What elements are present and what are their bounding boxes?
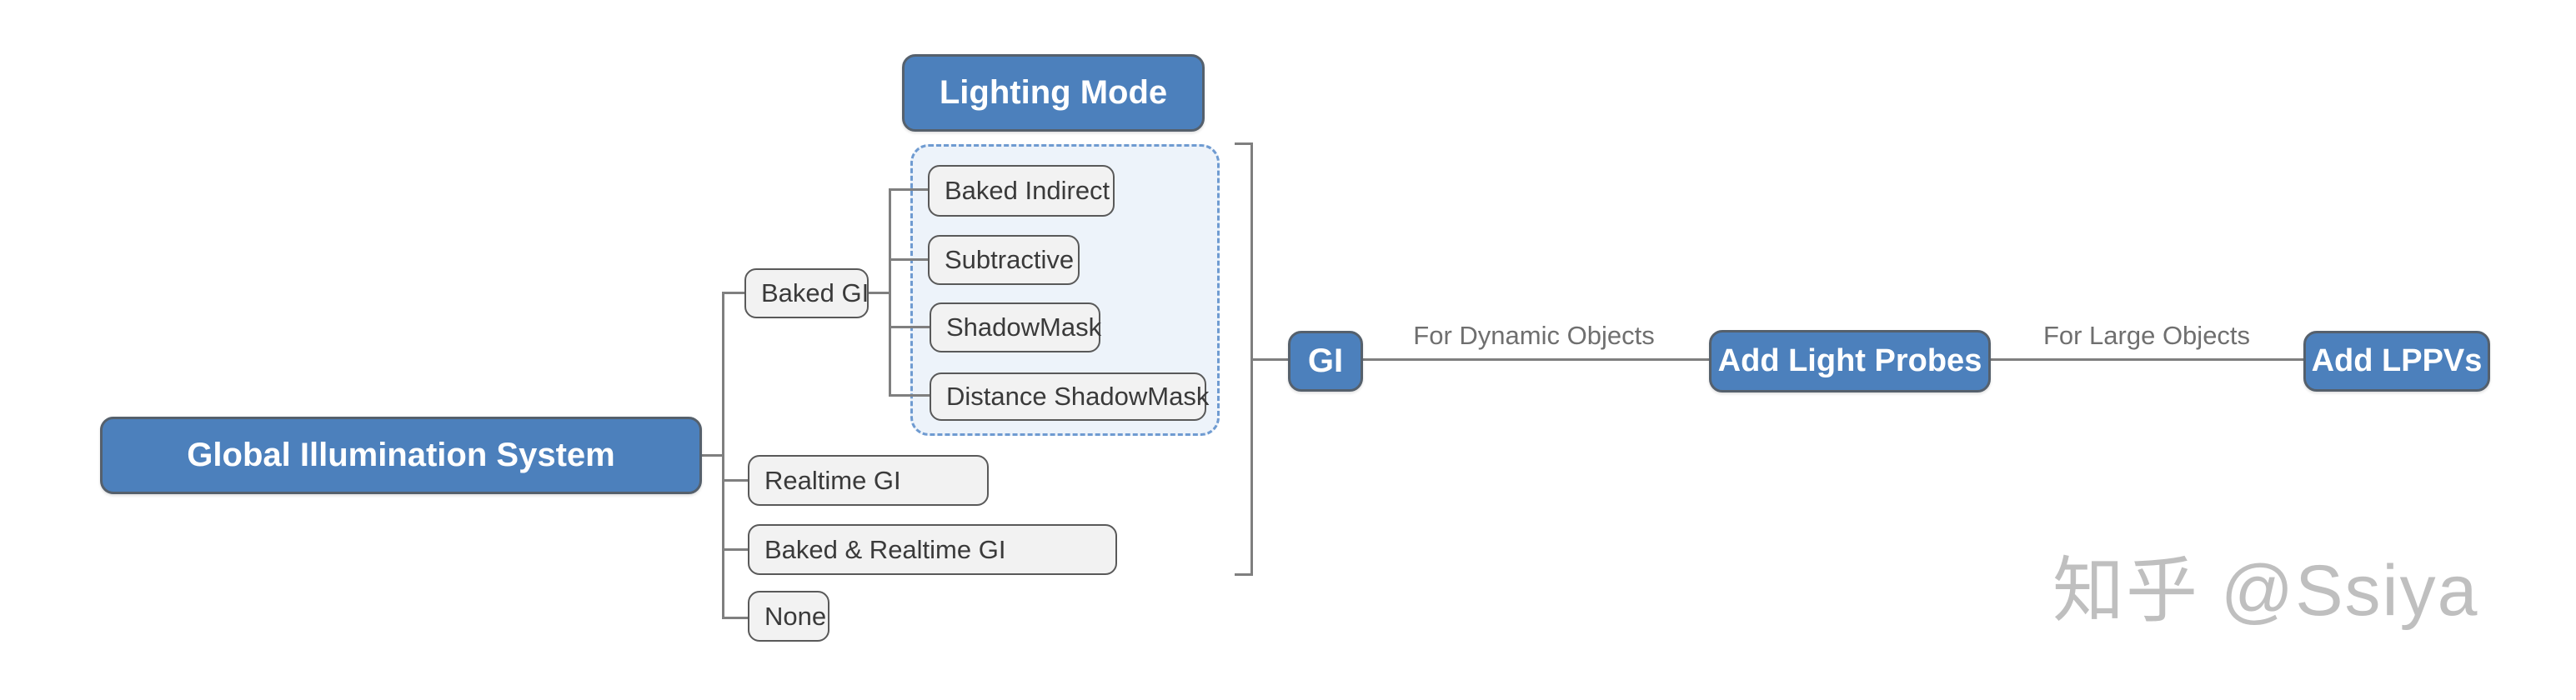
node-realtime-gi: Realtime GI (748, 455, 989, 506)
bracket-bottom-tick (1235, 573, 1253, 576)
node-none: None (748, 591, 829, 642)
connector-baked-gi-trunk (869, 292, 890, 294)
connector-branch-realtime-gi (722, 479, 749, 482)
node-gi: GI (1288, 331, 1363, 392)
connector-trunk-lighting-modes (889, 188, 891, 397)
connector-bracket-gi (1250, 358, 1288, 361)
node-add-lppvs: Add LPPVs (2303, 331, 2490, 392)
connector-gi-light-probes (1363, 358, 1709, 361)
connector-branch-baked-realtime-gi (722, 548, 749, 551)
edge-label-for-dynamic-objects: For Dynamic Objects (1413, 321, 1655, 350)
connector-trunk-gi-types (722, 292, 724, 619)
node-global-illumination-system: Global Illumination System (100, 417, 702, 494)
connector-root-trunk (702, 454, 724, 457)
node-baked-gi: Baked GI (744, 268, 869, 318)
bracket-top-tick (1235, 142, 1253, 145)
connector-branch-none (722, 617, 749, 619)
node-baked-realtime-gi: Baked & Realtime GI (748, 524, 1117, 575)
node-lighting-mode: Lighting Mode (902, 54, 1205, 132)
watermark-zhihu-ssiya: 知乎 @Ssiya (2052, 551, 2479, 631)
node-add-light-probes: Add Light Probes (1709, 330, 1991, 392)
connector-light-probes-lppvs (1991, 358, 2303, 361)
node-subtractive: Subtractive (928, 235, 1080, 285)
connector-branch-shadowmask (889, 326, 931, 328)
connector-branch-distance-shadowmask (889, 394, 931, 397)
node-baked-indirect: Baked Indirect (928, 165, 1115, 217)
connector-branch-baked-gi (722, 292, 746, 294)
edge-label-for-large-objects: For Large Objects (2042, 321, 2251, 350)
node-shadowmask: ShadowMask (930, 302, 1101, 352)
node-distance-shadowmask: Distance ShadowMask (930, 372, 1209, 421)
connector-branch-subtractive (889, 258, 930, 261)
connector-branch-baked-indirect (889, 188, 930, 191)
